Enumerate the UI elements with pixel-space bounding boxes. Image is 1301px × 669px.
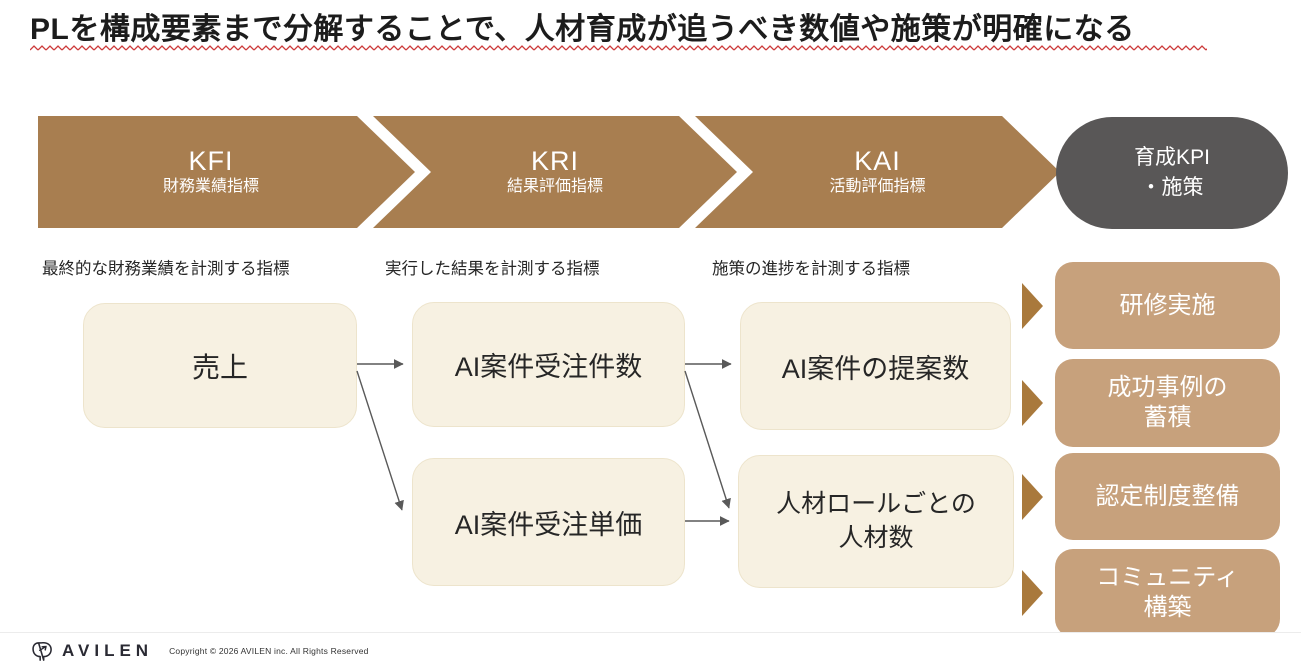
action-pointer-triangle-icon xyxy=(1022,380,1043,426)
stage-chevron-kfi: KFI 財務業績指標 xyxy=(38,116,415,228)
stage-kai-label: KAI xyxy=(854,146,901,177)
kpi-action-box-case-studies: 成功事例の 蓄積 xyxy=(1055,359,1280,447)
stage-kfi-sublabel: 財務業績指標 xyxy=(162,178,259,196)
stage-kai-sublabel: 活動評価指標 xyxy=(829,178,926,196)
stage-kri-label: KRI xyxy=(530,146,579,177)
copyright-text: Copyright © 2026 AVILEN inc. All Rights … xyxy=(169,646,369,656)
flow-box-order-price: AI案件受注単価 xyxy=(412,458,685,586)
stage-chevron-kai: KAI 活動評価指標 xyxy=(695,116,1060,228)
flow-box-order-count: AI案件受注件数 xyxy=(412,302,685,427)
kpi-action-label: コミュニティ 構築 xyxy=(1096,564,1239,621)
action-pointer-triangle-icon xyxy=(1022,570,1043,616)
kpi-action-box-community: コミュニティ 構築 xyxy=(1055,549,1280,637)
flow-box-talent-count-label: 人材ロールごとの 人材数 xyxy=(776,489,976,552)
goal-capsule-label: 育成KPI ・施策 xyxy=(1134,145,1210,199)
stage-kri-sublabel: 結果評価指標 xyxy=(506,178,603,196)
flow-box-sales: 売上 xyxy=(83,303,357,428)
flow-box-proposal-count-label: AI案件の提案数 xyxy=(781,353,970,384)
flow-box-sales-label: 売上 xyxy=(191,351,248,383)
stage-kfi-label: KFI xyxy=(188,146,234,177)
goal-capsule: 育成KPI ・施策 xyxy=(1056,117,1288,229)
stage-kai-description: 施策の進捗を計測する指標 xyxy=(712,260,910,278)
flow-box-order-price-label: AI案件受注単価 xyxy=(454,509,643,540)
footer: AVILEN Copyright © 2026 AVILEN inc. All … xyxy=(0,632,1301,669)
flow-box-order-count-label: AI案件受注件数 xyxy=(454,352,643,382)
kpi-action-label: 成功事例の 蓄積 xyxy=(1107,374,1228,431)
action-pointer-triangle-icon xyxy=(1022,474,1043,520)
page-title: PLを構成要素まで分解することで、人材育成が追うべき数値や施策が明確になる xyxy=(30,13,1135,46)
stage-chevron-kri: KRI 結果評価指標 xyxy=(373,116,737,228)
stage-kri-description: 実行した結果を計測する指標 xyxy=(385,260,600,278)
avilen-logo-icon xyxy=(32,641,52,661)
stage-kfi-description: 最終的な財務業績を計測する指標 xyxy=(42,260,290,278)
flow-box-proposal-count: AI案件の提案数 xyxy=(740,302,1011,430)
kpi-action-label: 研修実施 xyxy=(1119,291,1216,319)
title-underline-zigzag-icon xyxy=(30,45,1207,51)
kpi-action-box-certification: 認定制度整備 xyxy=(1055,453,1280,540)
brand-name: AVILEN xyxy=(62,641,154,660)
action-pointer-triangle-icon xyxy=(1022,283,1043,329)
kpi-action-label: 認定制度整備 xyxy=(1095,482,1240,510)
kpi-action-box-training: 研修実施 xyxy=(1055,262,1280,349)
flow-box-talent-count: 人材ロールごとの 人材数 xyxy=(738,455,1014,588)
